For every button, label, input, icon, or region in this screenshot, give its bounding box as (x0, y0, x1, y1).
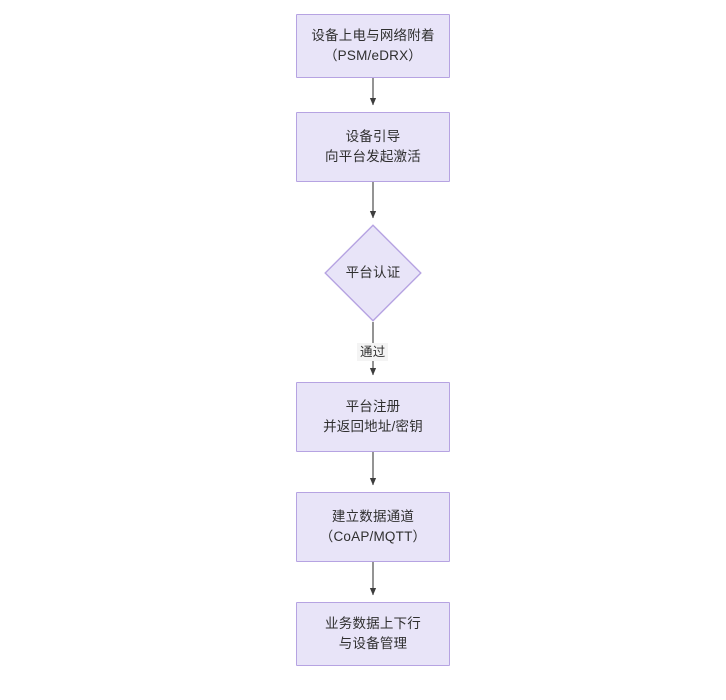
node-business-data-and-device-management-label: 业务数据上下行与设备管理 (325, 614, 421, 654)
node-line-2: 与设备管理 (338, 636, 408, 651)
node-platform-registration-label: 平台注册并返回地址/密钥 (323, 397, 423, 437)
node-device-bootstrap-label: 设备引导向平台发起激活 (325, 127, 421, 167)
node-line-1: 平台注册 (345, 399, 401, 414)
node-line-2: 向平台发起激活 (325, 149, 421, 164)
node-power-on-network-attach-label: 设备上电与网络附着 （PSM/eDRX） (311, 26, 434, 66)
node-line-1: 设备引导 (345, 129, 401, 144)
node-platform-registration[interactable]: 平台注册并返回地址/密钥 (296, 382, 450, 452)
node-line-1: 业务数据上下行 (325, 616, 421, 631)
node-line-1: 设备上电与网络附着 (311, 28, 435, 43)
node-line-1: 建立数据通道 (331, 509, 415, 524)
node-establish-data-channel[interactable]: 建立数据通道 （CoAP/MQTT） (296, 492, 450, 562)
diamond-shape (324, 224, 422, 322)
node-platform-authentication-label: 平台认证 (346, 263, 401, 283)
node-line-2: 并返回地址/密钥 (323, 419, 423, 434)
edge-label-pass: 通过 (357, 343, 389, 361)
node-line-1: 平台认证 (345, 265, 401, 280)
node-device-bootstrap[interactable]: 设备引导向平台发起激活 (296, 112, 450, 182)
node-business-data-and-device-management[interactable]: 业务数据上下行与设备管理 (296, 602, 450, 666)
node-line-2: （PSM/eDRX） (323, 48, 423, 63)
node-establish-data-channel-label: 建立数据通道 （CoAP/MQTT） (320, 507, 426, 547)
node-line-2: （CoAP/MQTT） (319, 529, 427, 544)
node-power-on-network-attach[interactable]: 设备上电与网络附着 （PSM/eDRX） (296, 14, 450, 78)
node-platform-authentication[interactable]: 平台认证 (324, 224, 422, 322)
